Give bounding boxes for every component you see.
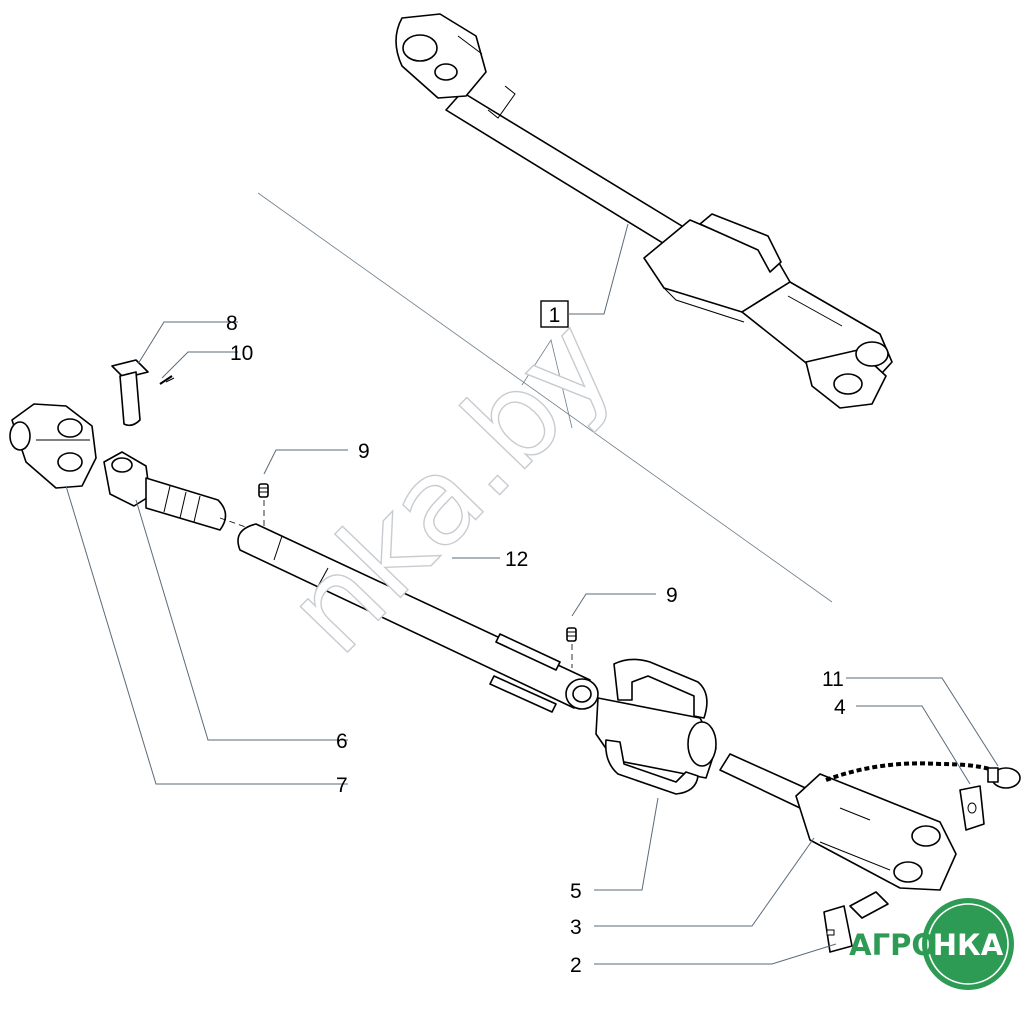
sleeve-handle[interactable]	[595, 658, 717, 795]
callout-10-label: 10	[230, 342, 253, 365]
pin-2[interactable]	[823, 891, 889, 953]
callout-3-label: 3	[570, 916, 582, 939]
callout-9-lower-label: 9	[666, 584, 678, 607]
adjusting-tube[interactable]	[237, 523, 599, 713]
callout-2-label: 2	[570, 954, 582, 977]
callout-12-label: 12	[505, 548, 528, 571]
washer[interactable]	[959, 785, 985, 831]
callout-11-label: 11	[822, 668, 844, 691]
set-screw-lower[interactable]	[566, 627, 577, 642]
callout-leaders	[65, 321, 999, 965]
ball-eye-end[interactable]	[9, 403, 97, 489]
callout-1-label: 1	[549, 304, 561, 327]
pin[interactable]	[111, 359, 149, 427]
chain	[825, 761, 999, 782]
set-screw-upper[interactable]	[258, 483, 269, 498]
lynch-pin[interactable]	[987, 767, 1021, 789]
threaded-end[interactable]	[103, 451, 227, 531]
top-link-assembly[interactable]	[395, 13, 893, 409]
callout-7-label: 7	[336, 774, 348, 797]
agronka-logo: АГРО НКА	[849, 898, 1014, 990]
callout-9-upper-label: 9	[358, 440, 370, 463]
callout-1: 1	[540, 223, 629, 328]
spring-clip[interactable]	[159, 375, 175, 385]
callout-4-label: 4	[834, 696, 846, 719]
callout-6-label: 6	[336, 730, 348, 753]
assembly-guide-lines	[257, 192, 833, 603]
callout-8-label: 8	[226, 312, 238, 335]
logo-text-left: АГРО	[849, 928, 936, 962]
logo-text-right: НКА	[933, 928, 1004, 962]
fork-end[interactable]	[719, 753, 957, 891]
callout-5-label: 5	[570, 880, 582, 903]
